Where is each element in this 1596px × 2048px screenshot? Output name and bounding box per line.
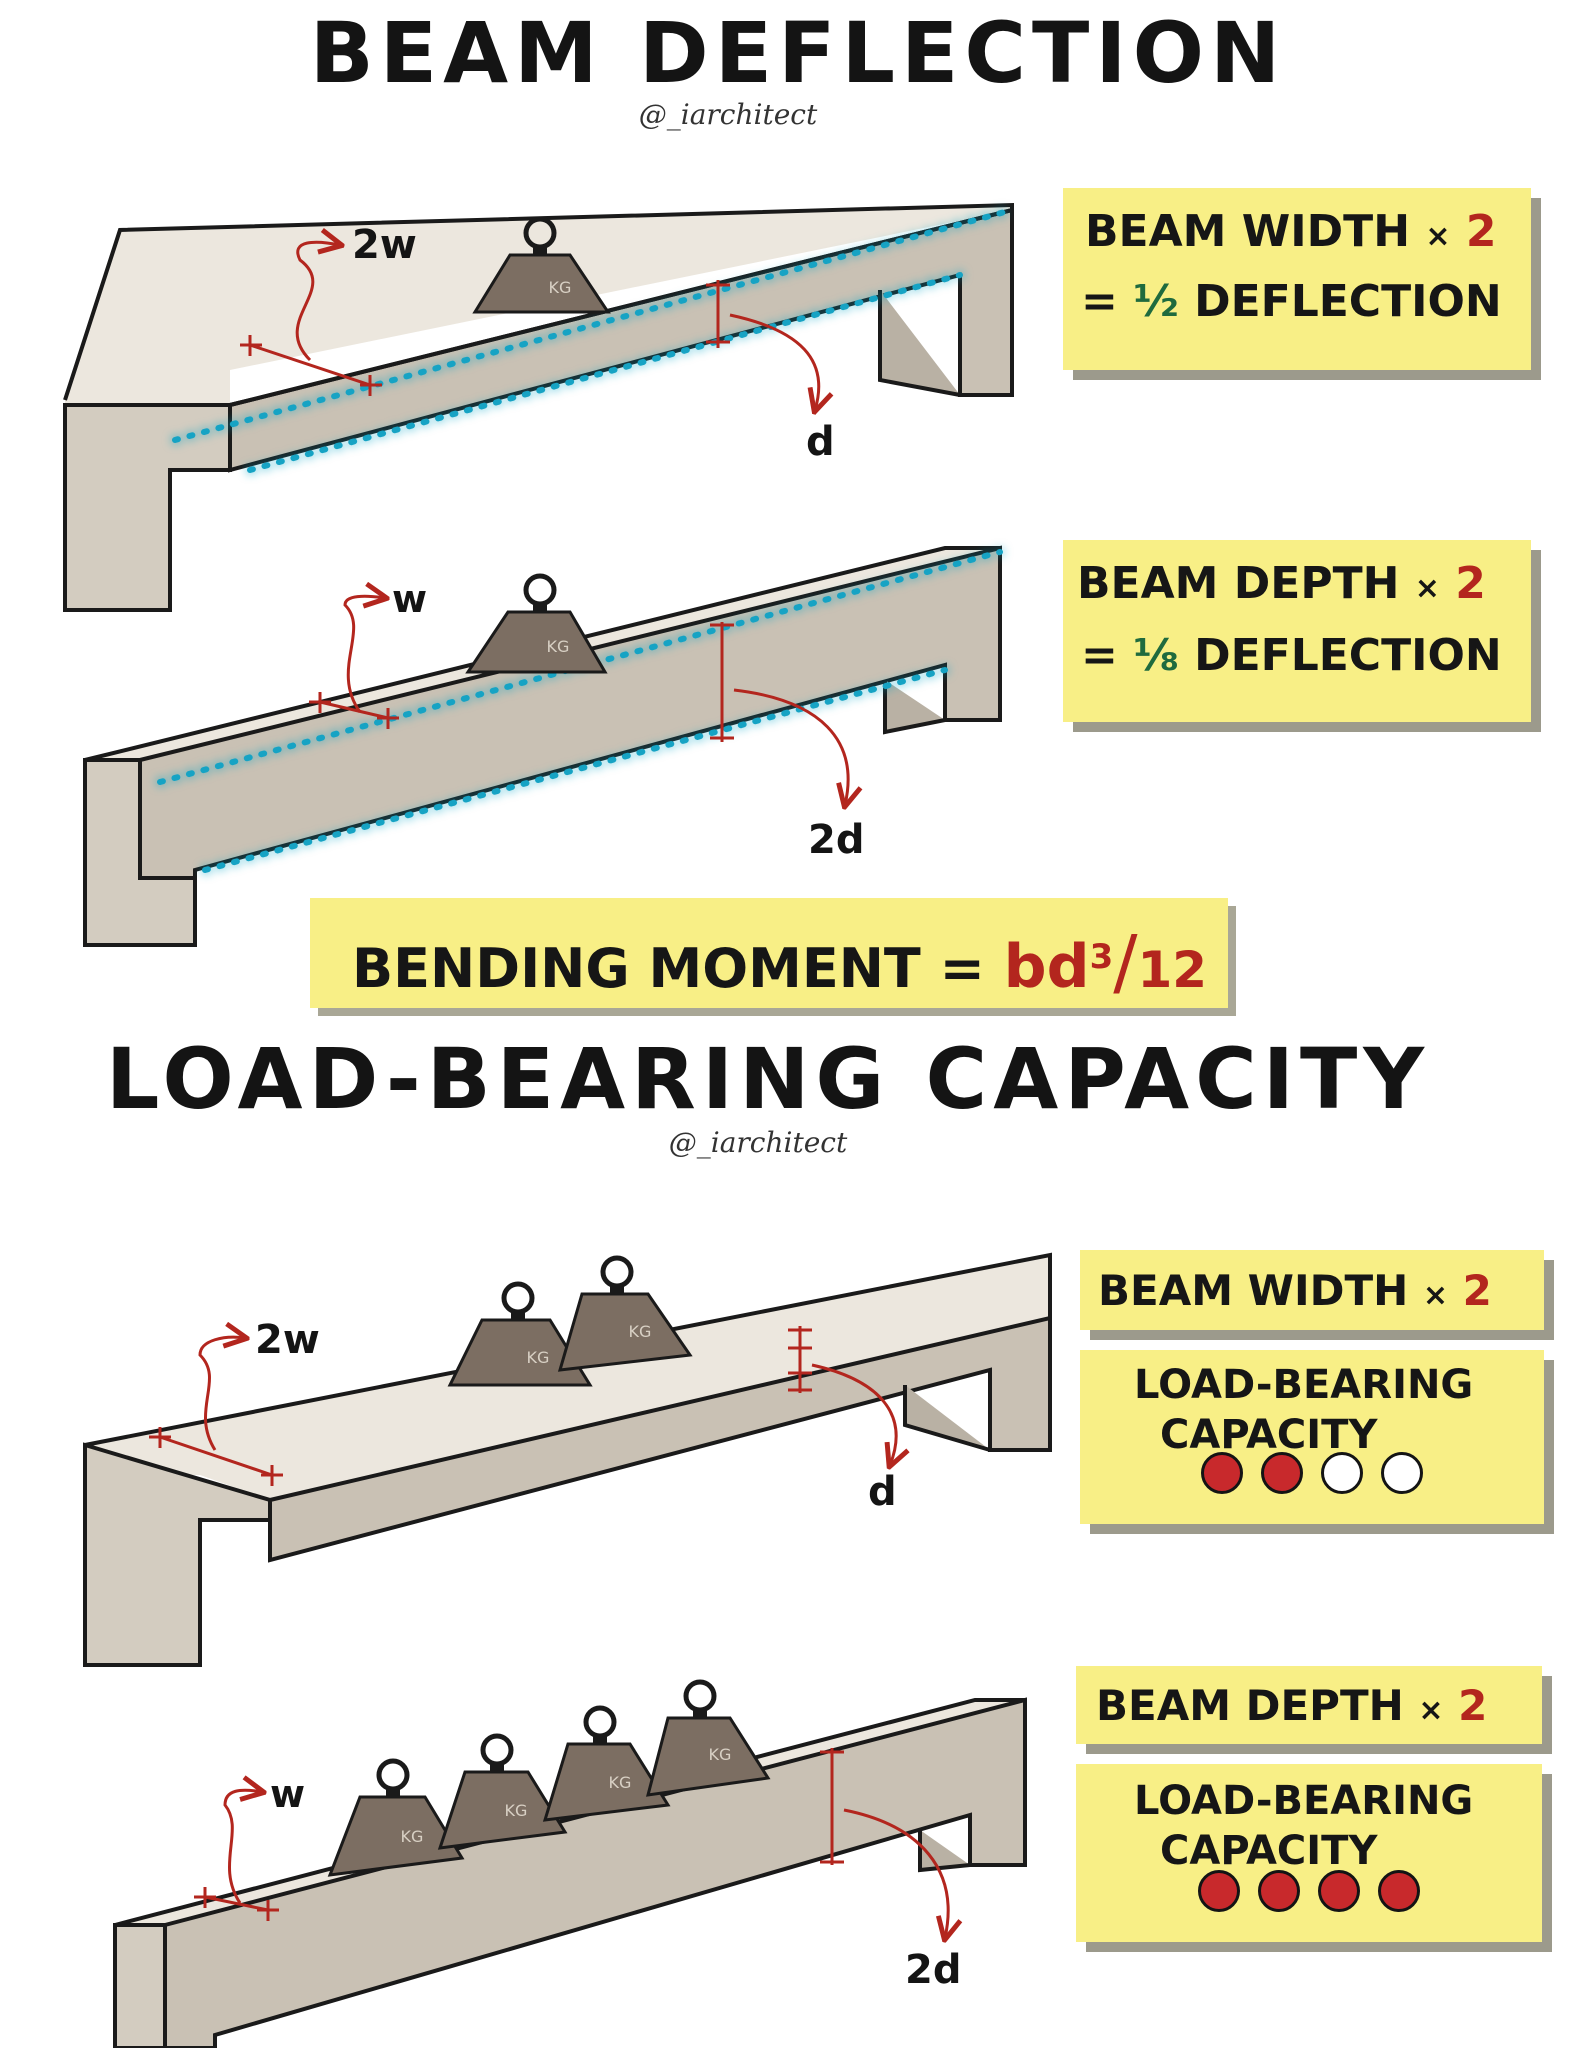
svg-text:KG: KG	[629, 1322, 652, 1341]
author-handle: @_iarchitect	[638, 98, 818, 131]
width-dimension: w	[194, 1772, 305, 1921]
kg-weight: KG	[472, 216, 611, 314]
beam-4-depth-doubled: KG KG KG KG w	[113, 1679, 1027, 2048]
panel-depth-capacity: LOAD-BEARING CAPACITY	[1076, 1764, 1542, 1942]
title-load-bearing-capacity: LOAD-BEARING CAPACITY	[105, 1030, 1431, 1128]
svg-text:2w: 2w	[255, 1317, 320, 1363]
beam-2-depth-doubled: KG w 2d	[83, 545, 1003, 947]
formula-exponent: 3	[1089, 937, 1114, 977]
note-depth-deflection: BEAM DEPTH × 2 = ⅛ DEFLECTION	[1063, 540, 1531, 722]
note-width-deflection: BEAM WIDTH × 2 = ½ DEFLECTION	[1063, 188, 1531, 370]
bending-moment-formula: BENDING MOMENT = bd3/12	[310, 898, 1228, 1008]
deflection-curve	[172, 207, 1015, 443]
svg-text:KG: KG	[549, 278, 572, 297]
beam-left-leg	[63, 403, 232, 612]
svg-text:2d: 2d	[808, 817, 864, 863]
svg-text:2d: 2d	[905, 1947, 961, 1993]
svg-text:KG: KG	[401, 1827, 424, 1846]
formula-numerator: bd	[1003, 932, 1090, 1002]
depth-dimension: d	[706, 280, 835, 465]
svg-text:d: d	[806, 419, 835, 465]
capacity-rating	[1076, 1870, 1542, 1916]
kg-weight: KG	[542, 1705, 671, 1822]
formula-denominator: 12	[1137, 941, 1208, 999]
svg-text:2w: 2w	[352, 222, 417, 268]
rating-dot-empty	[1381, 1452, 1423, 1494]
rating-dot-filled	[1261, 1452, 1303, 1494]
svg-text:KG: KG	[547, 637, 570, 656]
width-dimension: 2w	[240, 222, 417, 396]
rating-dot-filled	[1198, 1870, 1240, 1912]
beam-right-leg	[903, 1385, 991, 1452]
width-dimension: 2w	[149, 1317, 320, 1486]
capacity-rating	[1080, 1452, 1544, 1498]
depth-dimension: 2d	[820, 1748, 961, 1993]
depth-dimension: d	[788, 1326, 897, 1515]
svg-text:d: d	[868, 1469, 897, 1515]
note-depth-capacity: BEAM DEPTH × 2	[1076, 1666, 1542, 1744]
depth-dimension: 2d	[710, 622, 864, 863]
svg-text:KG: KG	[609, 1773, 632, 1792]
rating-dot-filled	[1378, 1870, 1420, 1912]
kg-weight: KG	[437, 1733, 568, 1850]
kg-weight: KG	[465, 573, 608, 674]
title-beam-deflection: BEAM DEFLECTION	[309, 4, 1287, 102]
kg-weight: KG	[327, 1758, 465, 1877]
width-dimension: w	[309, 577, 427, 729]
rating-dot-filled	[1258, 1870, 1300, 1912]
beam-1-width-doubled: KG 2w d	[63, 202, 1015, 612]
beam-right-leg	[918, 1830, 971, 1873]
note-width-capacity: BEAM WIDTH × 2	[1080, 1250, 1544, 1330]
rating-dot-empty	[1321, 1452, 1363, 1494]
kg-weight: KG	[557, 1255, 693, 1372]
kg-weight: KG	[645, 1679, 771, 1797]
beam-front-face	[138, 545, 1002, 880]
svg-text:KG: KG	[527, 1348, 550, 1367]
svg-text:KG: KG	[505, 1801, 528, 1820]
beam-3-width-doubled: KG KG 2w d	[83, 1252, 1052, 1667]
beam-right-leg	[883, 680, 946, 735]
rating-dot-filled	[1201, 1452, 1243, 1494]
beam-front-face	[163, 1697, 1027, 2048]
svg-text:KG: KG	[709, 1745, 732, 1764]
beam-right-leg	[878, 290, 961, 397]
svg-text:w: w	[270, 1772, 305, 1816]
deflection-curve	[247, 272, 963, 473]
rating-dot-filled	[1318, 1870, 1360, 1912]
svg-text:w: w	[392, 577, 427, 621]
author-handle: @_iarchitect	[668, 1126, 848, 1159]
kg-weight: KG	[447, 1281, 593, 1387]
panel-width-capacity: LOAD-BEARING CAPACITY	[1080, 1350, 1544, 1524]
